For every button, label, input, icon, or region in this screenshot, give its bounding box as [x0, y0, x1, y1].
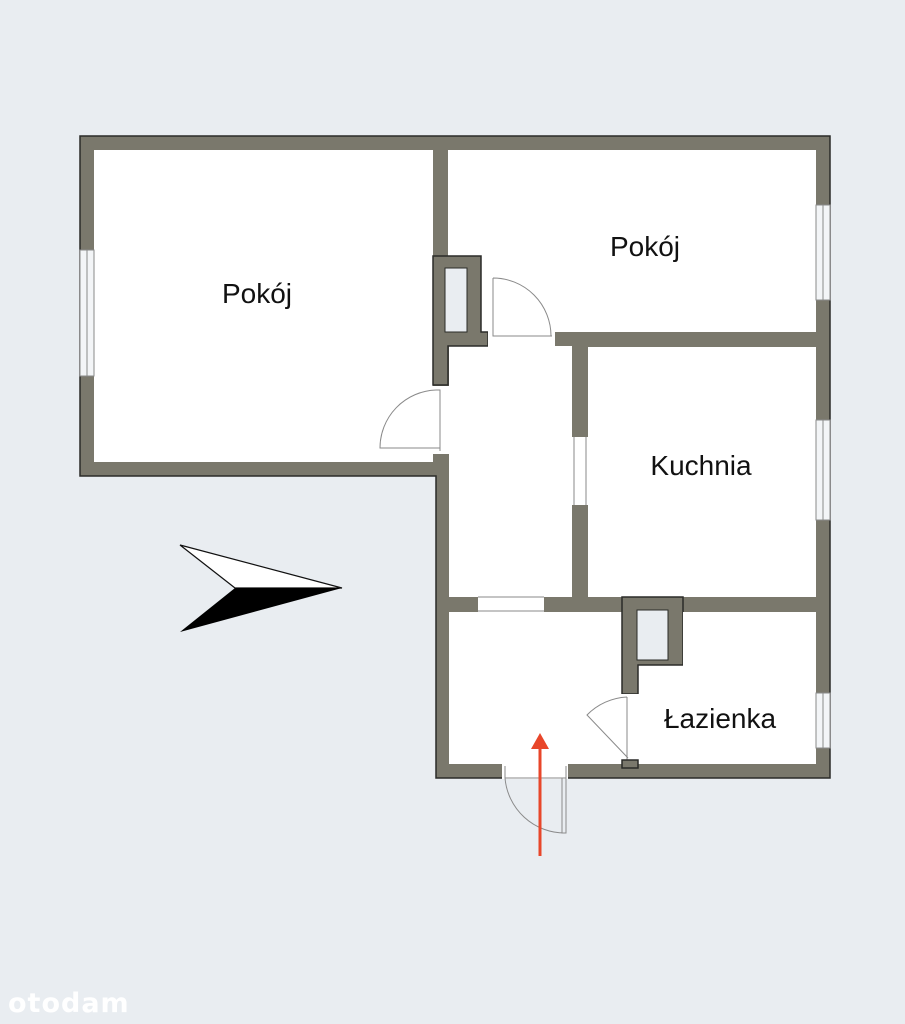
bathroom-shaft-void: [636, 609, 669, 661]
door-pokoj-2[interactable]: [492, 277, 552, 337]
north-arrow-icon: [179, 544, 343, 632]
hallway: [449, 346, 572, 597]
passage-entry[interactable]: [478, 596, 544, 612]
room-pokoj-1: [94, 150, 433, 462]
room-pokoj-2: [448, 150, 816, 332]
entry-hall: [449, 612, 623, 764]
entrance-door[interactable]: [504, 766, 567, 834]
door-lazienka[interactable]: [586, 696, 629, 760]
door-pokoj-1[interactable]: [379, 389, 441, 451]
room-label: Łazienka: [664, 703, 777, 734]
entrance-arrow-icon: [531, 733, 549, 856]
passage-kuchnia[interactable]: [573, 437, 587, 505]
room-label: Kuchnia: [650, 450, 752, 481]
room-kuchnia: [588, 347, 816, 597]
room-label: Pokój: [610, 231, 680, 262]
windows: [79, 204, 831, 749]
room-label: Pokój: [222, 278, 292, 309]
otodam-logo: otodam: [8, 988, 130, 1019]
hallway-shaft-void: [444, 267, 468, 333]
